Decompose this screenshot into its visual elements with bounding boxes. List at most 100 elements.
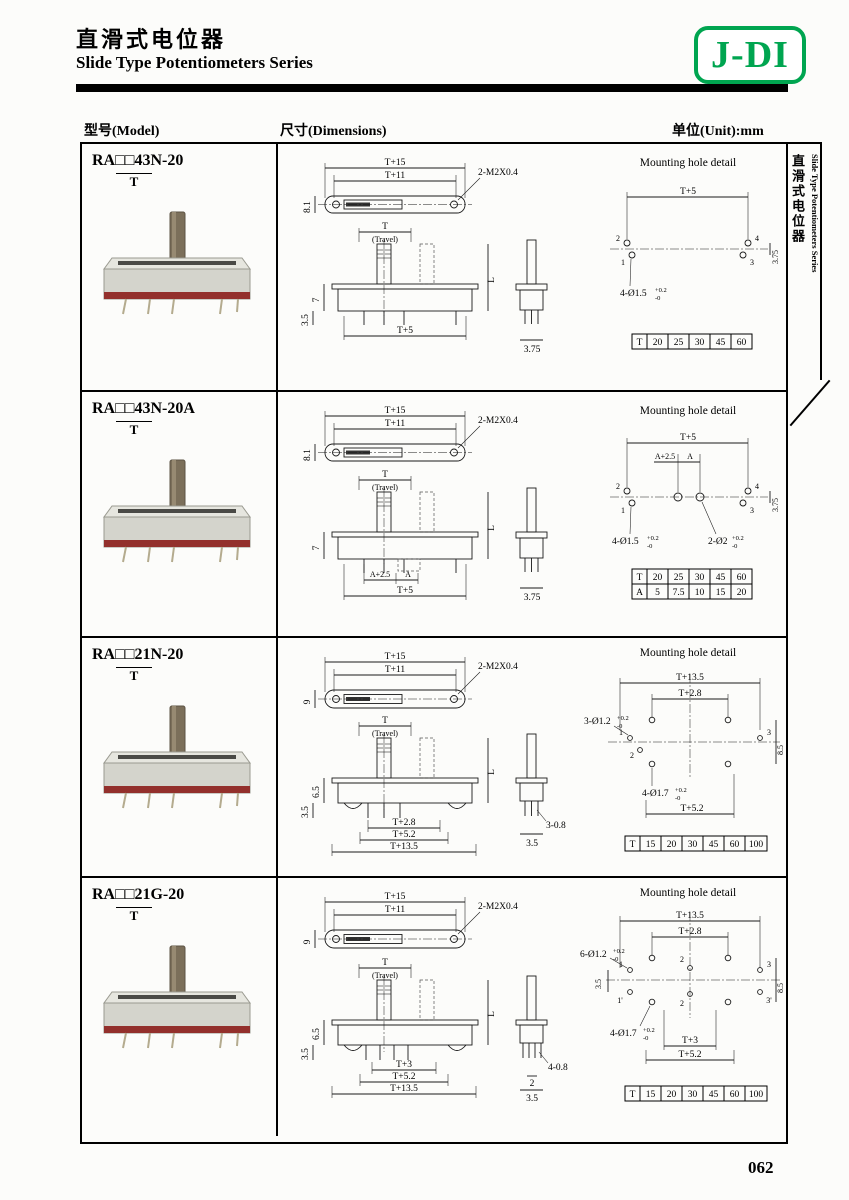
size-table-head: T — [637, 338, 643, 348]
brand-logo-text: J-DI — [711, 34, 789, 76]
dim-label: 8.1 — [303, 449, 313, 461]
dimension-drawing: T+15 T+11 2-M2X0.4 9 — [301, 887, 785, 1104]
dim-label: T+5 — [397, 326, 413, 336]
mounting-hole-detail: Mounting hole detail T+5 2 4 1 3 3.75 4-… — [610, 157, 780, 302]
page-number: 062 — [748, 1158, 774, 1177]
mounting-detail-title: Mounting hole detail — [640, 647, 736, 659]
side-view: 3-0.8 3.5 — [515, 733, 566, 849]
page-title-chinese: 直滑式电位器 — [76, 27, 227, 52]
potentiometer-photo — [103, 211, 251, 315]
size-table-cell: 60 — [737, 338, 747, 348]
dim-label: A+2.5 — [370, 570, 390, 579]
size-table-cell: 15 — [716, 588, 726, 598]
dim-label: 6.5 — [312, 786, 322, 798]
size-table-cell: 45 — [709, 1090, 719, 1100]
pin-number: 3' — [766, 996, 772, 1005]
pin-number: 2 — [680, 955, 684, 964]
hole-tolerance-lower: -0 — [732, 543, 737, 550]
size-table-cell: 20 — [667, 1090, 677, 1100]
mounting-detail-title: Mounting hole detail — [640, 887, 736, 899]
pin-number: 3 — [750, 258, 754, 267]
size-table-cell: 20 — [737, 588, 747, 598]
front-view: T (Travel) L 6.5 3.5 — [301, 958, 497, 1098]
dim-label: 3.5 — [594, 979, 603, 989]
dim-label: L — [487, 277, 497, 283]
size-table-cell: 25 — [674, 573, 684, 583]
size-table-head: T — [630, 840, 636, 850]
model-number: RA□□43N-20A — [92, 400, 195, 417]
size-table-cell: 30 — [695, 573, 705, 583]
dim-label: 3.5 — [301, 806, 311, 818]
dim-label: 3.75 — [771, 250, 780, 264]
pin-number: 4 — [755, 482, 759, 491]
column-header-unit: 单位(Unit):mm — [672, 124, 764, 139]
pin-number: 1' — [617, 996, 623, 1005]
size-table-cell: 20 — [667, 840, 677, 850]
hole-tolerance-upper: +0.2 — [732, 535, 744, 542]
top-view: T+15 T+11 2-M2X0.4 8.1 — [303, 158, 518, 214]
dim-label: T — [382, 470, 388, 480]
dimension-drawing: T+15 T+11 2-M2X0.4 8.1 — [303, 405, 780, 603]
pin-number: 1 — [621, 258, 625, 267]
hole-tolerance-lower: -0 — [643, 1035, 648, 1042]
dim-label: 9 — [303, 699, 313, 704]
header-rule — [76, 84, 788, 92]
top-view: T+15 T+11 2-M2X0.4 9 — [303, 892, 518, 949]
dim-label: T+5.2 — [392, 1072, 415, 1082]
model-travel-code: T — [116, 421, 152, 438]
dim-label: L — [487, 1011, 497, 1017]
front-view: T (Travel) L 6.5 3.5 — [301, 716, 497, 856]
dim-label: 3.75 — [771, 498, 780, 512]
dim-label: 3.75 — [524, 345, 541, 355]
spec-table: RA□□43N-20 T — [80, 142, 788, 1144]
pin-number: 2 — [616, 482, 620, 491]
top-view: T+15 T+11 2-M2X0.4 8.1 — [303, 406, 518, 462]
front-view: T (Travel) L 7 A+ — [312, 470, 497, 600]
dim-label: 3.5 — [526, 1094, 538, 1104]
hole-spec: 4-Ø1.7 — [642, 789, 669, 799]
dim-label: T+5 — [680, 187, 696, 197]
size-table: T 20 25 30 45 60 A 5 7.5 10 15 20 — [631, 568, 753, 600]
dim-label: 7 — [312, 545, 322, 550]
mounting-hole-detail: Mounting hole detail T+13.5 T+2.8 1 2 3 — [584, 647, 785, 818]
dim-label: T+5 — [397, 586, 413, 596]
model-number: RA□□43N-20 — [92, 152, 184, 169]
size-table: T 15 20 30 45 60 100 — [624, 835, 768, 852]
hole-tolerance-upper: +0.2 — [613, 948, 625, 955]
dim-label: (Travel) — [372, 483, 398, 492]
potentiometer-photo — [103, 705, 251, 809]
size-table-cell: 30 — [688, 840, 698, 850]
pin-number: 3 — [767, 728, 771, 737]
column-header-model: 型号(Model) — [84, 124, 160, 139]
top-view: T+15 T+11 2-M2X0.4 9 — [303, 652, 518, 709]
pin-number: 2 — [630, 751, 634, 760]
size-table-head: T — [630, 1090, 636, 1100]
spec-row-ra21n-20: RA□□21N-20 T — [82, 638, 786, 878]
model-travel-code: T — [116, 173, 152, 190]
dim-label: T+5.2 — [678, 1050, 701, 1060]
hole-spec: 2-Ø2 — [708, 537, 728, 547]
side-tab-chinese: 直滑式电位器 — [790, 154, 805, 244]
size-table-cell: 20 — [653, 573, 663, 583]
size-table-cell: 10 — [695, 588, 705, 598]
mounting-detail-title: Mounting hole detail — [640, 157, 736, 169]
size-table-cell: 15 — [646, 1090, 656, 1100]
dim-label: L — [487, 769, 497, 775]
dim-label: T+2.8 — [392, 818, 415, 828]
hole-tolerance-lower: -0 — [613, 956, 618, 963]
size-table: T 20 25 30 45 60 — [631, 333, 753, 350]
pin-number: 2 — [680, 999, 684, 1008]
pin-number: 2 — [616, 234, 620, 243]
dim-label: 8.5 — [776, 983, 785, 993]
mounting-detail-title: Mounting hole detail — [640, 405, 736, 417]
size-table-cell: 7.5 — [673, 588, 685, 598]
screw-spec: 2-M2X0.4 — [478, 168, 518, 178]
dim-label: T+11 — [385, 419, 406, 429]
dim-label: T+13.5 — [390, 1084, 418, 1094]
hole-spec: 4-Ø1.7 — [610, 1029, 637, 1039]
pin-number: 3 — [767, 960, 771, 969]
size-table-cell: 100 — [749, 840, 764, 850]
spec-row-ra43n-20: RA□□43N-20 T — [82, 144, 786, 392]
dim-label: A — [687, 452, 693, 461]
dim-label: L — [487, 525, 497, 531]
